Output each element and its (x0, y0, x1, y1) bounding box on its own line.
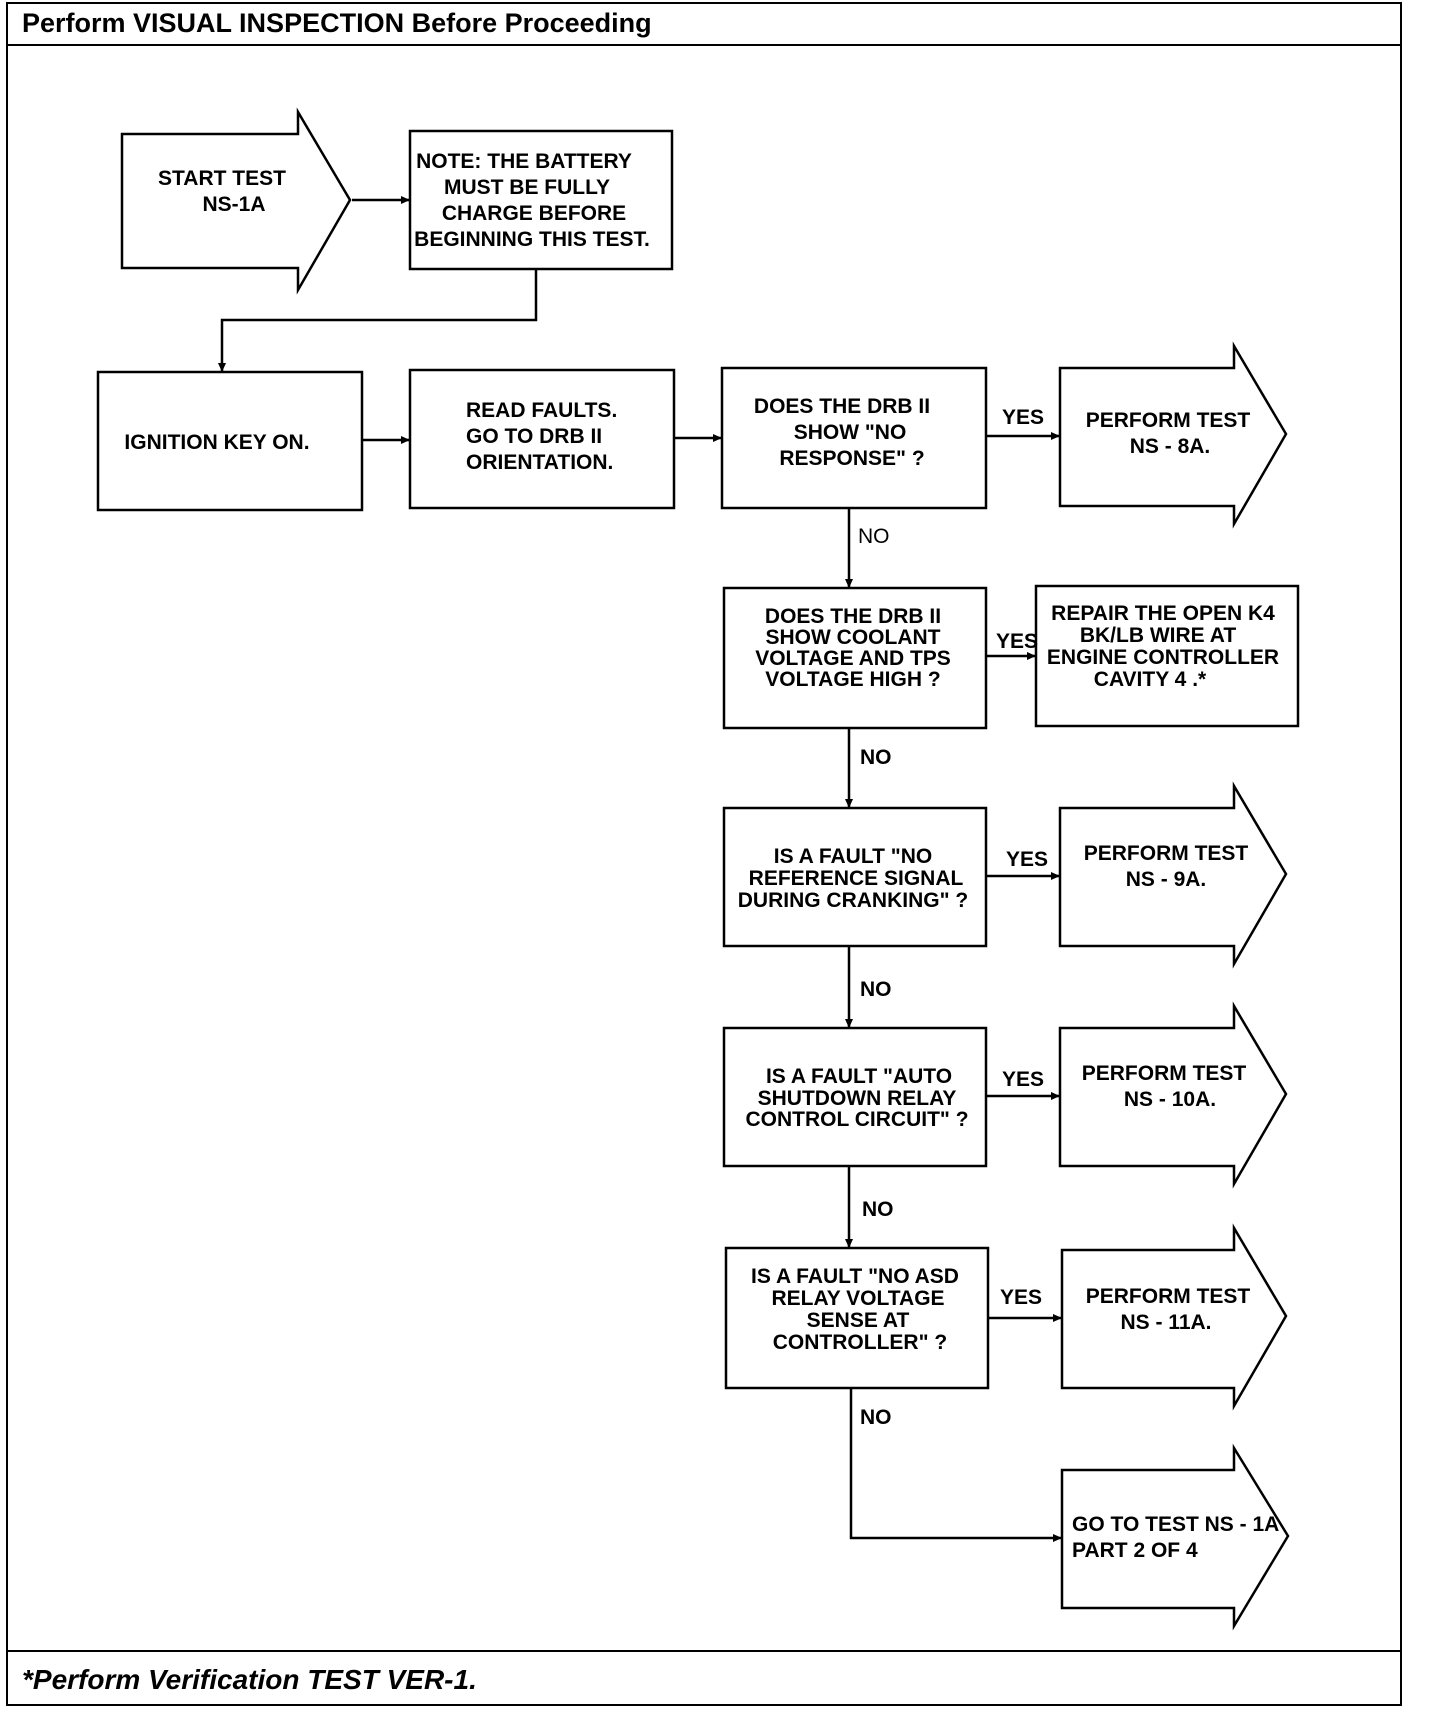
node-perform-test-10a: PERFORM TEST NS - 10A. (1058, 1001, 1288, 1189)
node-perform-test-9a: PERFORM TEST NS - 9A. (1058, 781, 1288, 969)
node-ignition-key-on: IGNITION KEY ON. (96, 370, 364, 512)
perform-10a-line-2: NS - 10A. (1124, 1088, 1216, 1111)
note-line-2: MUST BE FULLY (444, 176, 610, 199)
q3-line-1: IS A FAULT "NO (774, 845, 933, 868)
edge-labels: YES NO YES NO YES NO YES NO YES NO (858, 406, 1048, 1429)
label-no-3: NO (860, 978, 892, 1001)
footer-bar: *Perform Verification TEST VER-1. (6, 1650, 1402, 1706)
perform-8a-line-2: NS - 8A. (1130, 435, 1211, 458)
repair-line-3: ENGINE CONTROLLER (1047, 646, 1279, 669)
q1-line-3: RESPONSE" ? (779, 447, 924, 470)
edge-question5-no (849, 1388, 1062, 1542)
q2-line-1: DOES THE DRB II (765, 605, 941, 628)
page-frame (6, 2, 1402, 1706)
node-battery-note: NOTE: THE BATTERY MUST BE FULLY CHARGE B… (408, 129, 674, 271)
node-perform-test-11a: PERFORM TEST NS - 11A. (1060, 1223, 1288, 1411)
note-line-1: NOTE: THE BATTERY (416, 150, 632, 173)
ignition-line-1: IGNITION KEY ON. (124, 431, 309, 454)
perform-10a-line-1: PERFORM TEST (1082, 1062, 1247, 1085)
read-faults-line-1: READ FAULTS. (466, 399, 617, 422)
q5-line-4: CONTROLLER" ? (773, 1331, 947, 1354)
note-line-3: CHARGE BEFORE (442, 202, 626, 225)
label-yes-1: YES (1002, 406, 1044, 429)
label-no-1: NO (858, 525, 890, 548)
q1-line-2: SHOW "NO (794, 421, 907, 444)
node-question-no-response: DOES THE DRB II SHOW "NO RESPONSE" ? (720, 366, 988, 510)
perform-9a-line-2: NS - 9A. (1126, 868, 1207, 891)
edge-note-to-ignition (218, 270, 538, 372)
read-faults-line-3: ORIENTATION. (466, 451, 613, 474)
perform-8a-line-1: PERFORM TEST (1086, 409, 1251, 432)
perform-11a-line-2: NS - 11A. (1120, 1311, 1211, 1334)
repair-line-4: CAVITY 4 .* (1094, 668, 1207, 691)
q1-line-1: DOES THE DRB II (754, 395, 930, 418)
label-yes-4: YES (1002, 1068, 1044, 1091)
start-line-1: START TEST (158, 167, 286, 190)
label-no-5: NO (860, 1406, 892, 1429)
label-yes-3: YES (1006, 848, 1048, 871)
header-bar: Perform VISUAL INSPECTION Before Proceed… (6, 2, 1402, 46)
perform-11a-line-1: PERFORM TEST (1086, 1285, 1251, 1308)
node-read-faults: READ FAULTS. GO TO DRB II ORIENTATION. (408, 368, 676, 510)
label-yes-5: YES (1000, 1286, 1042, 1309)
start-line-2: NS-1A (202, 193, 265, 216)
label-no-4: NO (862, 1198, 894, 1221)
label-no-2: NO (860, 746, 892, 769)
node-goto-part-2: GO TO TEST NS - 1A PART 2 OF 4 (1060, 1443, 1290, 1631)
q5-line-1: IS A FAULT "NO ASD (751, 1265, 959, 1288)
label-yes-2: YES (996, 630, 1038, 653)
perform-9a-line-1: PERFORM TEST (1084, 842, 1249, 865)
q2-line-2: SHOW COOLANT (766, 626, 941, 649)
q5-line-2: RELAY VOLTAGE (771, 1287, 944, 1310)
q3-line-3: DURING CRANKING" ? (738, 889, 968, 912)
node-repair-k4-wire: REPAIR THE OPEN K4 BK/LB WIRE AT ENGINE … (1034, 584, 1300, 728)
q2-line-4: VOLTAGE HIGH ? (765, 668, 940, 691)
connectors (218, 196, 1062, 1542)
node-question-asd-sense: IS A FAULT "NO ASD RELAY VOLTAGE SENSE A… (724, 1246, 990, 1390)
q4-line-3: CONTROL CIRCUIT" ? (745, 1108, 968, 1131)
note-line-4: BEGINNING THIS TEST. (414, 228, 650, 251)
node-start: START TEST NS-1A (120, 107, 352, 295)
footer-note: *Perform Verification TEST VER-1. (22, 1664, 477, 1695)
read-faults-line-2: GO TO DRB II (466, 425, 602, 448)
repair-line-1: REPAIR THE OPEN K4 (1051, 602, 1275, 625)
goto-line-1: GO TO TEST NS - 1A (1072, 1513, 1279, 1536)
node-question-reference-signal: IS A FAULT "NO REFERENCE SIGNAL DURING C… (722, 806, 988, 948)
q4-line-2: SHUTDOWN RELAY (758, 1087, 957, 1110)
q3-line-2: REFERENCE SIGNAL (749, 867, 964, 890)
header-title: Perform VISUAL INSPECTION Before Proceed… (22, 8, 652, 38)
goto-line-2: PART 2 OF 4 (1072, 1539, 1198, 1562)
node-question-coolant: DOES THE DRB II SHOW COOLANT VOLTAGE AND… (722, 586, 988, 730)
node-question-auto-shutdown: IS A FAULT "AUTO SHUTDOWN RELAY CONTROL … (722, 1026, 988, 1168)
repair-line-2: BK/LB WIRE AT (1080, 624, 1236, 647)
q2-line-3: VOLTAGE AND TPS (755, 647, 951, 670)
node-perform-test-8a: PERFORM TEST NS - 8A. (1058, 341, 1288, 529)
q4-line-1: IS A FAULT "AUTO (766, 1065, 952, 1088)
q5-line-3: SENSE AT (807, 1309, 910, 1332)
